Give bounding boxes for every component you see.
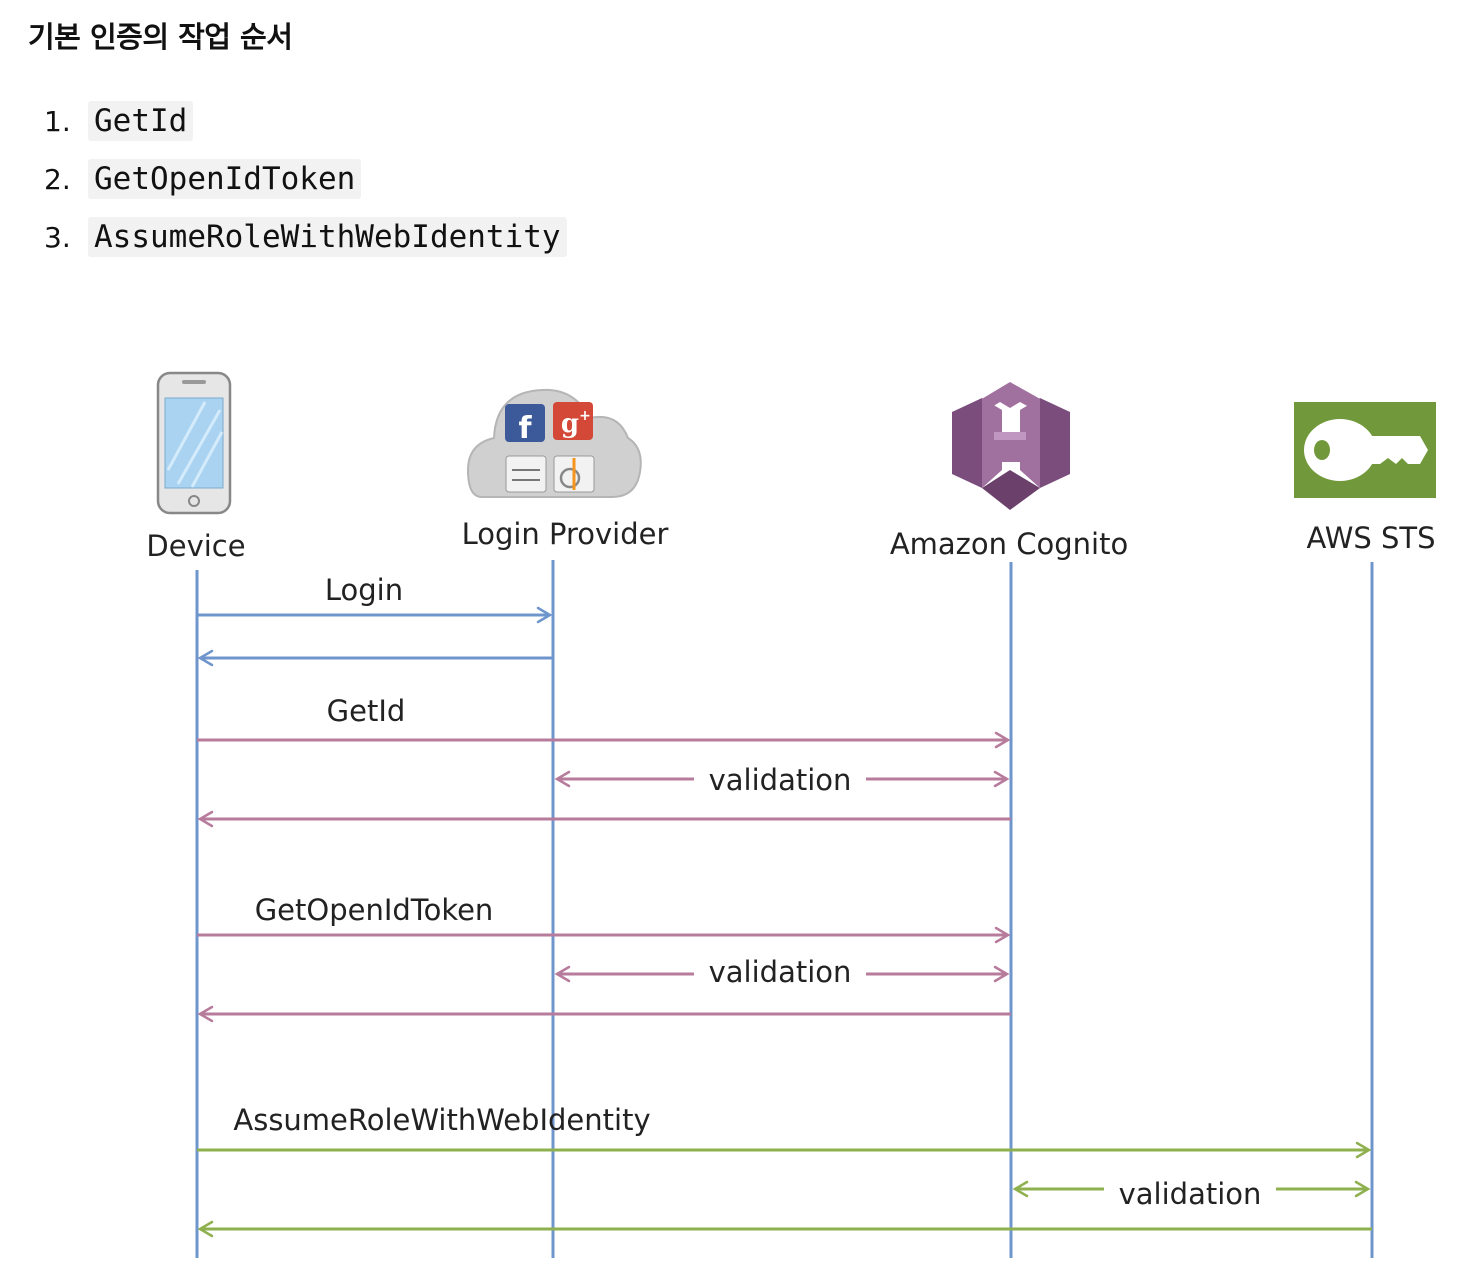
arrowhead bbox=[197, 1220, 214, 1238]
message-arrow bbox=[197, 1141, 1372, 1159]
message-arrow bbox=[1012, 1180, 1371, 1198]
list-item: 3. AssumeRoleWithWebIdentity bbox=[44, 208, 567, 266]
svg-text:+: + bbox=[579, 408, 591, 424]
arrowhead bbox=[197, 649, 214, 667]
message-label: GetId bbox=[327, 694, 406, 728]
message-arrow bbox=[197, 731, 1011, 749]
message-label: AssumeRoleWithWebIdentity bbox=[233, 1103, 650, 1137]
message-label: Login bbox=[325, 573, 403, 607]
login-provider-cloud-icon: f g + bbox=[466, 388, 642, 498]
arrowhead bbox=[554, 770, 571, 788]
arrowhead bbox=[993, 770, 1010, 788]
step-number: 2. bbox=[44, 162, 71, 196]
message-arrow bbox=[197, 810, 1011, 828]
participant-label-aws-sts: AWS STS bbox=[1306, 521, 1435, 555]
svg-text:f: f bbox=[518, 411, 532, 446]
message-arrow bbox=[197, 606, 553, 624]
message-arrow bbox=[197, 1005, 1011, 1023]
step-number: 1. bbox=[44, 104, 71, 138]
cognito-icon bbox=[952, 382, 1070, 510]
message-label: GetOpenIdToken bbox=[255, 893, 494, 927]
phone-icon bbox=[156, 371, 232, 515]
message-label: validation bbox=[709, 955, 852, 989]
participant-label-amazon-cognito: Amazon Cognito bbox=[890, 527, 1128, 561]
arrowhead bbox=[197, 810, 214, 828]
arrowhead bbox=[993, 965, 1010, 983]
step-number: 3. bbox=[44, 220, 71, 254]
arrowhead bbox=[994, 731, 1011, 749]
message-arrow bbox=[197, 649, 553, 667]
message-arrow bbox=[197, 926, 1011, 944]
step-code: GetId bbox=[88, 101, 194, 141]
participant-label-device: Device bbox=[146, 529, 245, 563]
message-label: validation bbox=[1119, 1177, 1262, 1211]
arrowhead bbox=[1355, 1141, 1372, 1159]
arrowhead bbox=[197, 1005, 214, 1023]
svg-text:g: g bbox=[561, 409, 579, 439]
arrowhead bbox=[994, 926, 1011, 944]
list-item: 2. GetOpenIdToken bbox=[44, 150, 567, 208]
message-label: validation bbox=[709, 763, 852, 797]
steps-list: 1. GetId 2. GetOpenIdToken 3. AssumeRole… bbox=[44, 92, 567, 266]
lifelines bbox=[195, 560, 1374, 1258]
step-code: GetOpenIdToken bbox=[88, 159, 362, 199]
arrowhead bbox=[536, 606, 553, 624]
arrowhead bbox=[554, 965, 571, 983]
arrowhead bbox=[1354, 1180, 1371, 1198]
message-arrow bbox=[554, 770, 1010, 788]
message-arrow bbox=[197, 1220, 1372, 1238]
step-code: AssumeRoleWithWebIdentity bbox=[88, 217, 567, 257]
participant-label-login-provider: Login Provider bbox=[462, 517, 669, 551]
key-icon bbox=[1294, 402, 1436, 498]
list-item: 1. GetId bbox=[44, 92, 567, 150]
messages: LoginGetIdvalidationGetOpenIdTokenvalida… bbox=[197, 573, 1372, 1238]
page-heading: 기본 인증의 작업 순서 bbox=[28, 20, 293, 54]
message-arrow bbox=[554, 965, 1010, 983]
arrowhead bbox=[1012, 1180, 1029, 1198]
